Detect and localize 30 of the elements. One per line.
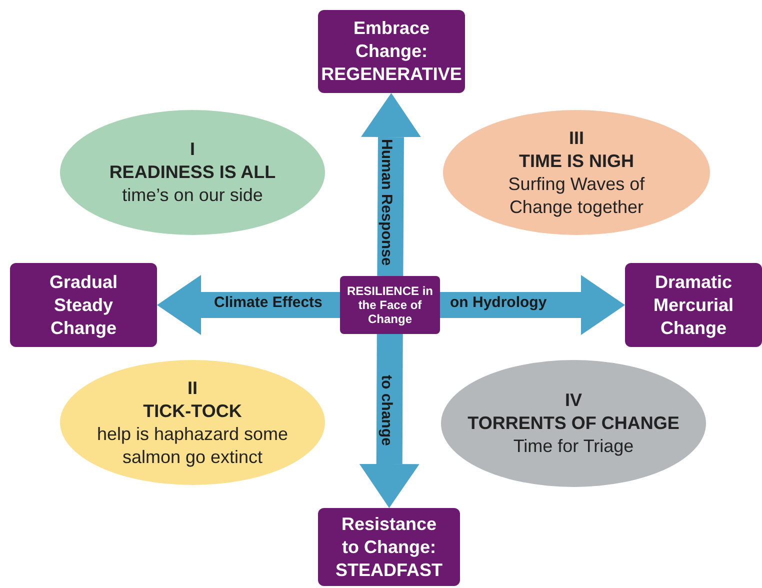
box-label: Gradual Steady Change: [48, 270, 119, 340]
outcome-box: [625, 263, 762, 347]
scenario-description: Surfing Waves of Change together: [507, 172, 646, 218]
scenario-title: TIME IS NIGH: [518, 150, 634, 172]
scenario-description: help is haphazard some salmon go extinct: [96, 422, 290, 468]
center-label: RESILIENCE in the Face of Change: [346, 284, 434, 326]
outcome-box: [318, 10, 465, 93]
outcome-box: [10, 263, 157, 347]
scenario-description: Time for Triage: [513, 435, 634, 458]
scenario-title: TORRENTS OF CHANGE: [468, 412, 680, 435]
outcome-box: [318, 508, 460, 586]
center-box: [340, 276, 440, 334]
roman-numeral: II: [187, 376, 198, 400]
box-label: Dramatic Mercurial Change: [652, 270, 735, 340]
box-label: Resistance to Change: STEADFAST: [336, 512, 443, 582]
roman-numeral: IV: [564, 389, 582, 412]
arrow: [440, 275, 625, 335]
scenario-title: TICK-TOCK: [143, 400, 242, 422]
box-label: Embrace Change: REGENERATIVE: [321, 17, 462, 86]
roman-numeral: I: [190, 138, 195, 161]
arrow-label: to change: [378, 374, 395, 448]
arrow: [359, 334, 420, 508]
roman-numeral: III: [568, 126, 584, 150]
scenario-description: time’s on our side: [122, 184, 263, 207]
arrow-label: Climate Effects: [214, 294, 322, 311]
arrow-label: Human Response: [378, 138, 395, 268]
arrow: [361, 93, 421, 276]
arrow-label: on Hydrology: [450, 294, 547, 311]
arrow: [157, 275, 340, 335]
scenario-title: READINESS IS ALL: [109, 161, 276, 184]
